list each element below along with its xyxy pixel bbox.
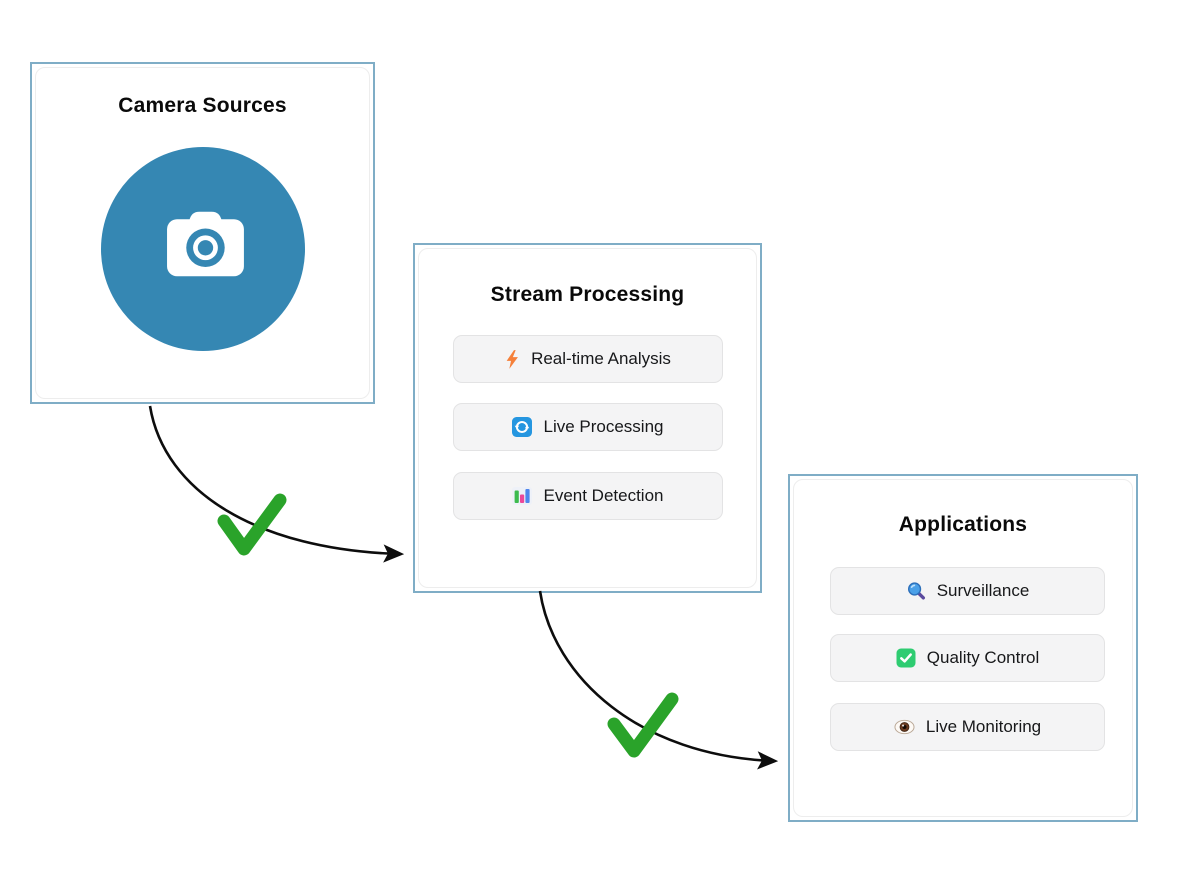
- button-event-detection[interactable]: Event Detection: [453, 472, 723, 520]
- button-quality-control[interactable]: Quality Control: [830, 634, 1105, 682]
- button-label: Live Monitoring: [925, 717, 1042, 736]
- magnifier-icon: [907, 582, 925, 600]
- button-live-processing[interactable]: Live Processing: [453, 403, 723, 451]
- node-title-stream-processing: Stream Processing: [490, 283, 685, 306]
- checkbox-icon: [896, 648, 916, 668]
- button-surveillance[interactable]: Surveillance: [830, 567, 1105, 615]
- camera-badge: [101, 147, 305, 351]
- green-checkmark-icon: [607, 692, 679, 758]
- connector-arrow-camera-to-stream: [148, 405, 405, 563]
- eye-icon: [894, 719, 915, 735]
- green-checkmark-icon: [217, 493, 287, 556]
- bar-chart-icon: [512, 487, 533, 505]
- node-applications: Applications Surveillance Quality Contro…: [788, 474, 1138, 822]
- node-title-camera-sources: Camera Sources: [118, 94, 287, 117]
- node-title-applications: Applications: [898, 513, 1028, 536]
- refresh-icon: [512, 417, 533, 437]
- button-label: Quality Control: [926, 648, 1040, 667]
- button-label: Live Processing: [543, 417, 664, 436]
- connector-arrow-stream-to-applications: [538, 590, 779, 770]
- camera-icon: [167, 211, 244, 277]
- button-label: Event Detection: [543, 486, 664, 505]
- button-real-time-analysis[interactable]: Real-time Analysis: [453, 335, 723, 383]
- button-live-monitoring[interactable]: Live Monitoring: [830, 703, 1105, 751]
- button-label: Surveillance: [936, 581, 1030, 600]
- button-label: Real-time Analysis: [531, 349, 671, 368]
- node-stream-processing: Stream Processing Real-time Analysis Liv…: [413, 243, 762, 593]
- lightning-icon: [506, 349, 519, 369]
- node-camera-sources: Camera Sources: [30, 62, 375, 404]
